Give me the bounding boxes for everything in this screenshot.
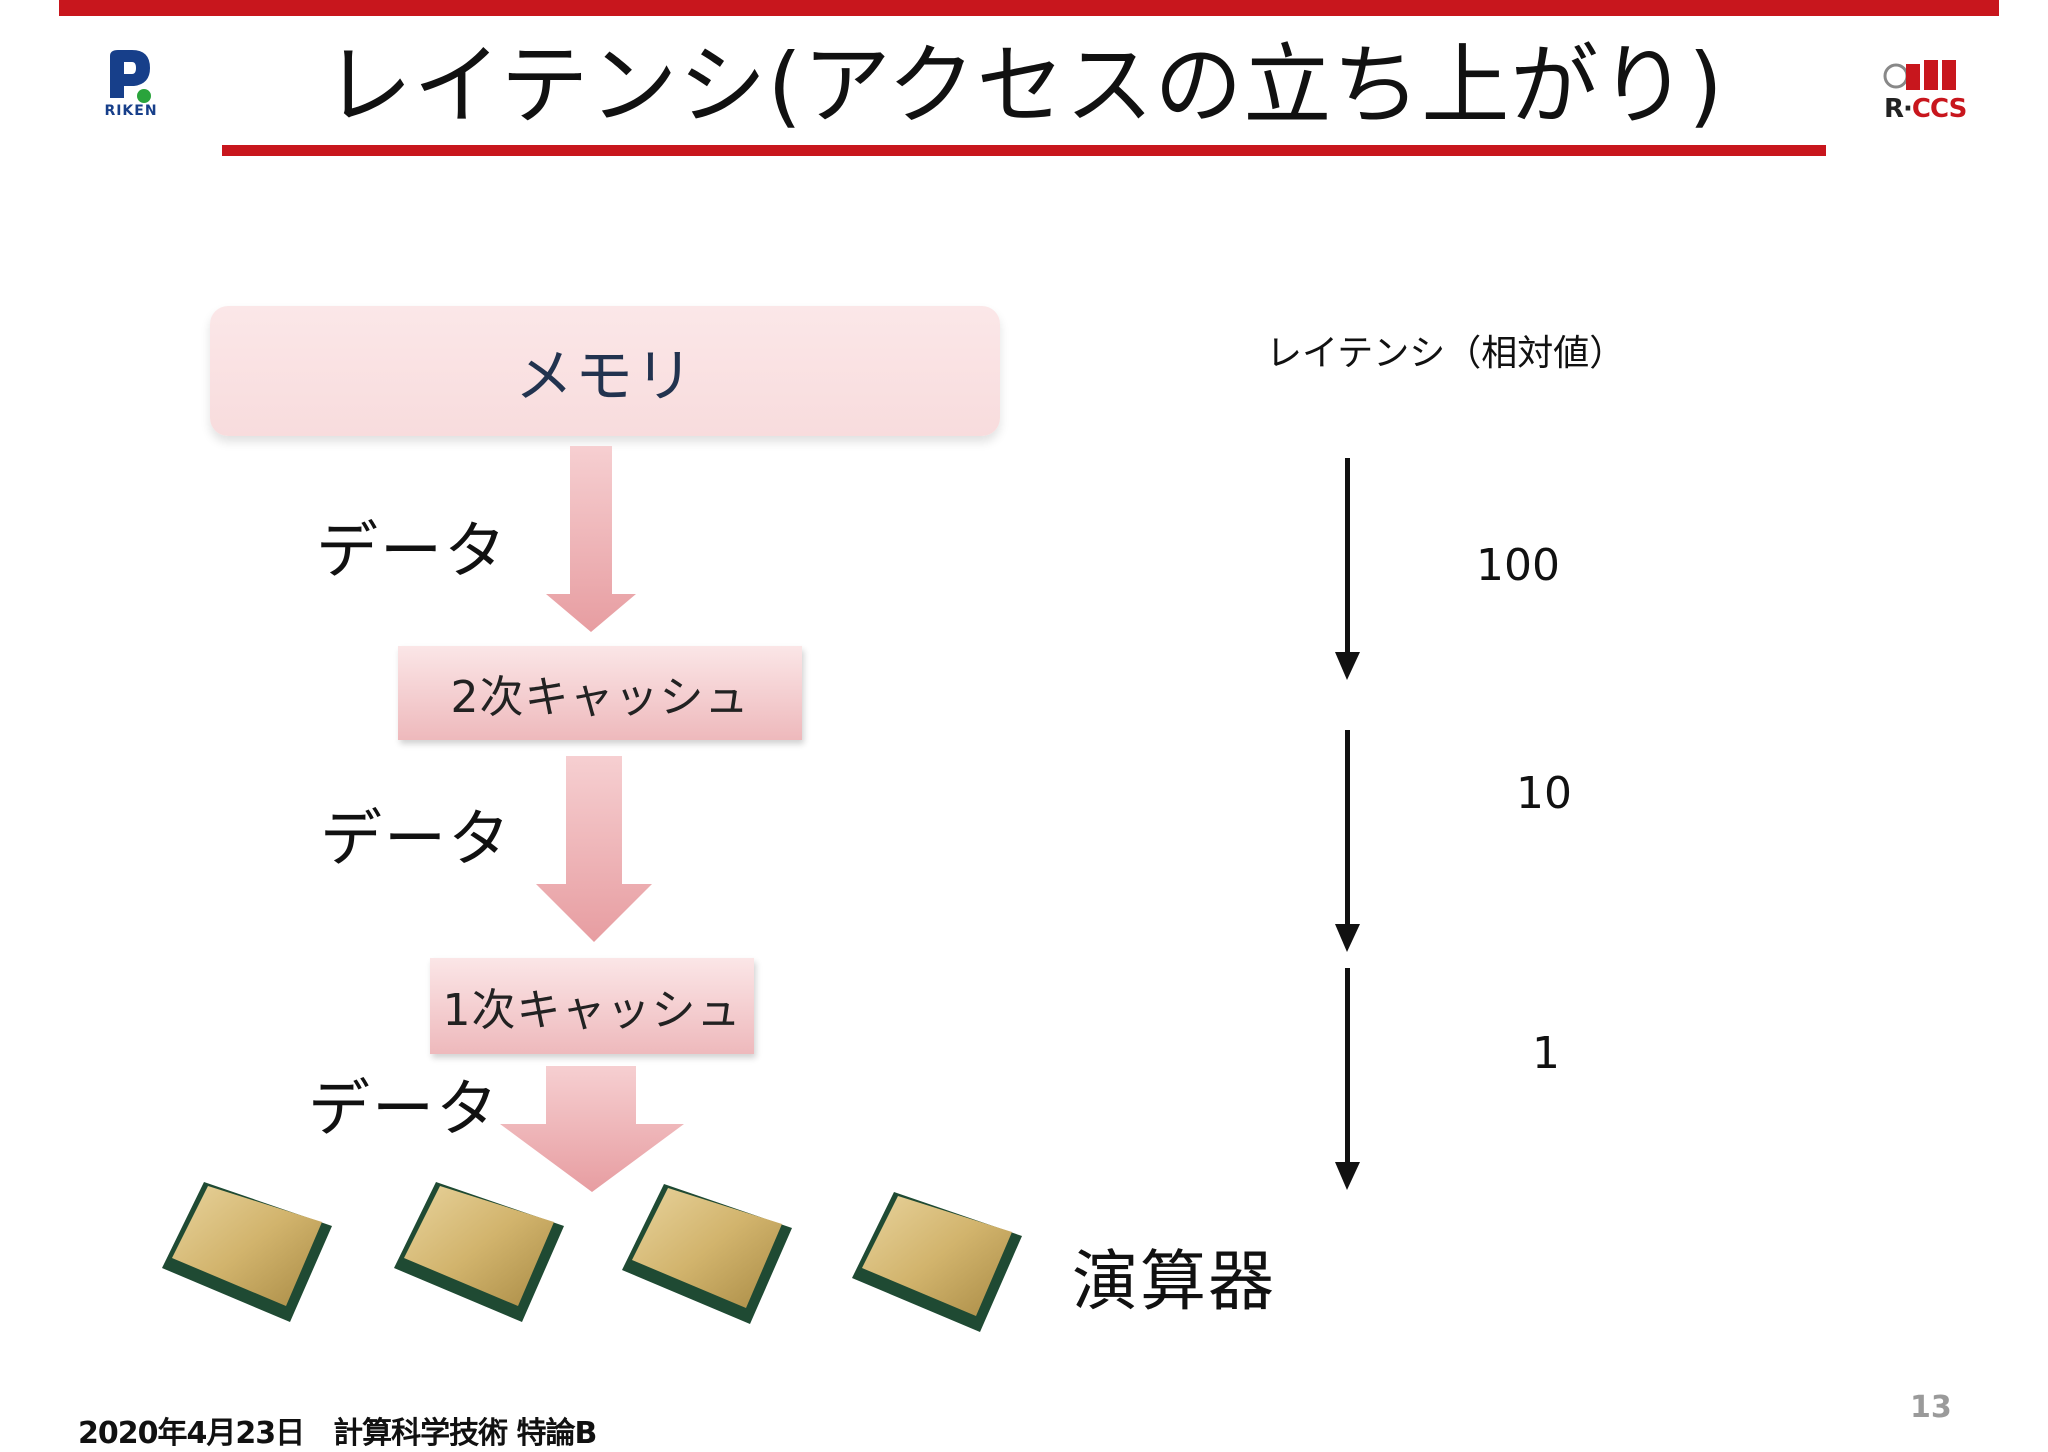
rccs-logo-icon — [1883, 60, 1956, 90]
l2-cache-box: 2次キャッシュ — [398, 646, 802, 740]
execution-unit-chip-3 — [622, 1184, 792, 1324]
l1-cache-box: 1次キャッシュ — [430, 958, 754, 1054]
title-underline — [222, 145, 1826, 156]
latency-arrow-10 — [1335, 730, 1360, 952]
arrow-memory-to-l2 — [546, 446, 636, 632]
arrow-l1-to-units — [500, 1066, 684, 1192]
execution-unit-chip-2 — [394, 1182, 564, 1322]
arrow-l2-to-l1 — [536, 756, 652, 942]
top-accent-bar — [59, 0, 1999, 16]
data-label-1: データ — [316, 514, 509, 587]
memory-box: メモリ — [210, 306, 1000, 436]
latency-arrow-100 — [1335, 458, 1360, 680]
rccs-logo-r: R — [1884, 94, 1904, 124]
memory-label: メモリ — [514, 342, 695, 410]
latency-value-l2: 10 — [1516, 768, 1572, 819]
execution-unit-chip-4 — [852, 1192, 1022, 1332]
latency-arrow-1 — [1335, 968, 1360, 1190]
execution-unit-chip-1 — [162, 1182, 332, 1322]
data-label-3: データ — [308, 1072, 501, 1145]
latency-value-l1: 1 — [1532, 1028, 1560, 1079]
execution-unit-label: 演算器 — [1072, 1243, 1276, 1320]
page-number: 13 — [1910, 1390, 1952, 1425]
rccs-logo-text: R·CCS — [1884, 94, 1967, 124]
data-label-2: データ — [320, 802, 513, 875]
riken-logo-icon — [110, 50, 151, 103]
riken-logo-text: RIKEN — [104, 103, 158, 119]
l2-cache-label: 2次キャッシュ — [450, 672, 750, 723]
rccs-logo-ccs: CCS — [1911, 94, 1967, 124]
slide-title: レイテンシ(アクセスの立ち上がり) — [324, 34, 1724, 137]
footer-date-course: 2020年4月23日 計算科学技術 特論B — [78, 1416, 597, 1451]
latency-value-memory: 100 — [1476, 540, 1560, 591]
latency-header: レイテンシ（相対値） — [1266, 333, 1626, 374]
l1-cache-label: 1次キャッシュ — [442, 985, 742, 1036]
